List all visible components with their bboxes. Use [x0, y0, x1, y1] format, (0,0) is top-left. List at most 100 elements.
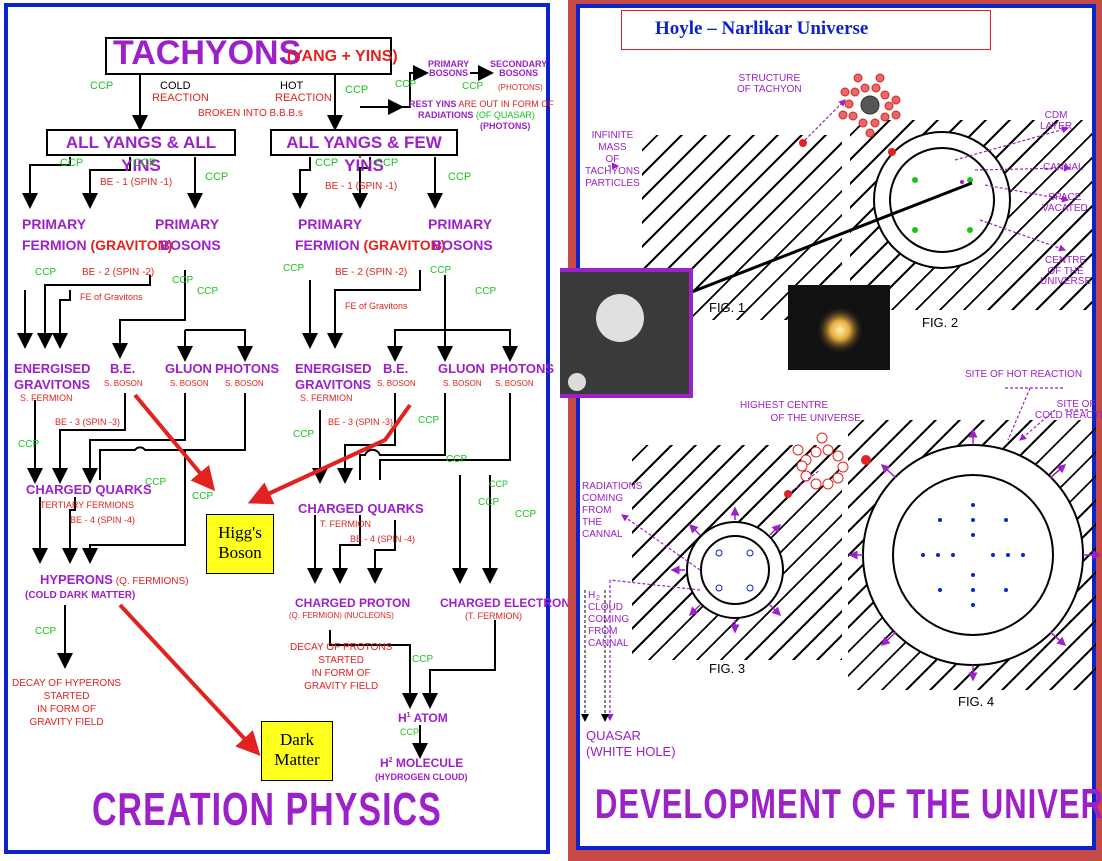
ccp-label: CCP [197, 286, 219, 297]
ccp-label: CCP [205, 171, 229, 183]
s-fermion-label: S. FERMION [300, 393, 353, 403]
ccp-label: CCP [315, 157, 339, 169]
graviton-label: (GRAVITON) [90, 237, 173, 253]
ccp-label: CCP [35, 267, 57, 278]
s-boson-label: S. BOSON [377, 379, 416, 388]
ccp-label: CCP [172, 275, 194, 286]
development-title: DEVELOPMENT OF THE UNIVERSE [595, 780, 1102, 828]
primary-label: PRIMARY [22, 216, 87, 232]
tachyons-title-box [105, 37, 392, 75]
ccp-label: CCP [375, 157, 399, 169]
ccp-label: CCP [145, 477, 167, 488]
gluon-label: GLUON [165, 361, 212, 376]
ccp-label: CCP [395, 79, 417, 90]
reaction-label-hot: REACTION [275, 92, 332, 104]
rest-yins-rest: ARE OUT IN FORM OF [456, 99, 554, 109]
space-vacated-label: SPACE VACATED [1042, 192, 1088, 214]
structure-of-tachyon-label: STRUCTURE OF TACHYON [737, 73, 802, 95]
fig2-diagram [647, 131, 1011, 312]
ccp-label: CCP [345, 84, 369, 96]
cdm-layer-label: CDM LAYER [1040, 110, 1073, 132]
photons-label: PHOTONS [215, 361, 280, 376]
ccp-label: CCP [489, 479, 509, 489]
tertiary-fermions: TERTIARY FERMIONS [40, 500, 135, 510]
bosons-label: BOSONS [160, 237, 221, 253]
infinite-mass-label: INFINITE MASS OF TACHYONS PARTICLES [585, 130, 640, 189]
be2-right: BE - 2 (SPIN -2) [335, 267, 408, 278]
all-yangs-few-yins-box: ALL YANGS & FEW YINS [270, 129, 458, 175]
q-fermion-nucleons: (Q. FERMION) (NUCLEONS) [289, 611, 394, 620]
bosons-label: BOSONS [432, 237, 493, 253]
broken-label: BROKEN INTO B.B.B.s [198, 108, 303, 119]
photons-label: PHOTONS [490, 361, 555, 376]
hydrogen-cloud: (HYDROGEN CLOUD) [375, 772, 468, 782]
primary-label: PRIMARY [428, 216, 493, 232]
universe-figures [560, 73, 1102, 722]
q-fermions-label: (Q. FERMIONS) [112, 576, 189, 587]
primary-label: PRIMARY [298, 216, 363, 232]
gluon-label: GLUON [438, 361, 485, 376]
cold-dark-matter: (COLD DARK MATTER) [25, 590, 136, 601]
creation-physics-arrows [17, 65, 518, 759]
tachyons-title: TACHYONS [113, 34, 302, 72]
secondary-bosons-top: SECONDARY BOSONS [490, 59, 548, 79]
ccp-label: CCP [462, 81, 484, 92]
ccp-label: CCP [515, 509, 537, 520]
ccp-label: CCP [418, 415, 440, 426]
fermion-label: FERMION [295, 237, 360, 253]
charged-quarks-left: CHARGED QUARKS [26, 482, 152, 497]
be1-right: BE - 1 (SPIN -1) [325, 181, 398, 192]
fig4-label: FIG. 4 [958, 694, 995, 709]
h-atom-sup: 1 [406, 712, 411, 719]
fermion-label: FERMION [22, 237, 87, 253]
ccp-label: CCP [18, 439, 40, 450]
fig1-label: FIG. 1 [709, 300, 746, 315]
fig4-diagram [848, 428, 1102, 682]
tachyons-subtitle: (YANG + YINS) [287, 48, 398, 65]
fig2-label: FIG. 2 [922, 315, 959, 330]
h-atom-label: ATOM [410, 711, 448, 725]
fe-gravitons-right: FE of Gravitons [345, 301, 408, 311]
fig3-label: FIG. 3 [709, 661, 746, 676]
site-hot-reaction-label: SITE OF HOT REACTION [965, 369, 1083, 380]
charged-quarks-right: CHARGED QUARKS [298, 501, 424, 516]
ccp-label: CCP [412, 654, 434, 665]
h-molecule-sup: 2 [388, 757, 393, 764]
centre-universe-label: CENTRE OF THE UNIVERSE [1040, 255, 1092, 287]
charged-proton: CHARGED PROTON [295, 596, 411, 610]
primary-label: PRIMARY [155, 216, 220, 232]
creation-physics-title: CREATION PHYSICS [92, 784, 442, 836]
be2-left: BE - 2 (SPIN -2) [82, 267, 155, 278]
be3-left: BE - 3 (SPIN -3) [55, 417, 121, 427]
s-boson-label: S. BOSON [225, 379, 264, 388]
h-molecule-h: H [380, 756, 389, 770]
be4-left: BE - 4 (SPIN -4) [70, 515, 136, 525]
ccp-label: CCP [446, 454, 468, 465]
t-fermion-paren: (T. FERMION) [465, 611, 522, 621]
ccp-label: CCP [90, 80, 114, 92]
gravitons-label: GRAVITONS [295, 377, 372, 392]
header-box [621, 10, 991, 50]
be-label: B.E. [383, 361, 409, 376]
energised-label: ENERGISED [14, 361, 91, 376]
s-boson-label: S. BOSON [104, 379, 143, 388]
reaction-label: REACTION [152, 92, 209, 104]
primary-bosons-top: PRIMARY BOSONS [428, 59, 470, 79]
all-yangs-all-yins-box: ALL YANGS & ALL YINS [46, 129, 236, 175]
energised-label: ENERGISED [295, 361, 372, 376]
s-boson-label: S. BOSON [495, 379, 534, 388]
fig3-structure [792, 432, 849, 490]
fe-gravitons-left: FE of Gravitons [80, 292, 143, 302]
higgs-boson-box: Higg's Boson [206, 514, 274, 574]
tachyon-structure [838, 73, 901, 138]
h2-sub: 2 [596, 595, 600, 602]
be1-left: BE - 1 (SPIN -1) [100, 177, 173, 188]
be3-right: BE - 3 (SPIN -3) [328, 417, 394, 427]
ccp-label: CCP [283, 263, 305, 274]
of-quasar: (OF QUASAR) [473, 110, 535, 120]
ccp-label: CCP [60, 157, 84, 169]
s-boson-label: S. BOSON [170, 379, 209, 388]
ccp-label: CCP [133, 157, 157, 169]
photons-paren-top: (PHOTONS) [498, 83, 543, 92]
fig3-diagram [670, 506, 784, 634]
